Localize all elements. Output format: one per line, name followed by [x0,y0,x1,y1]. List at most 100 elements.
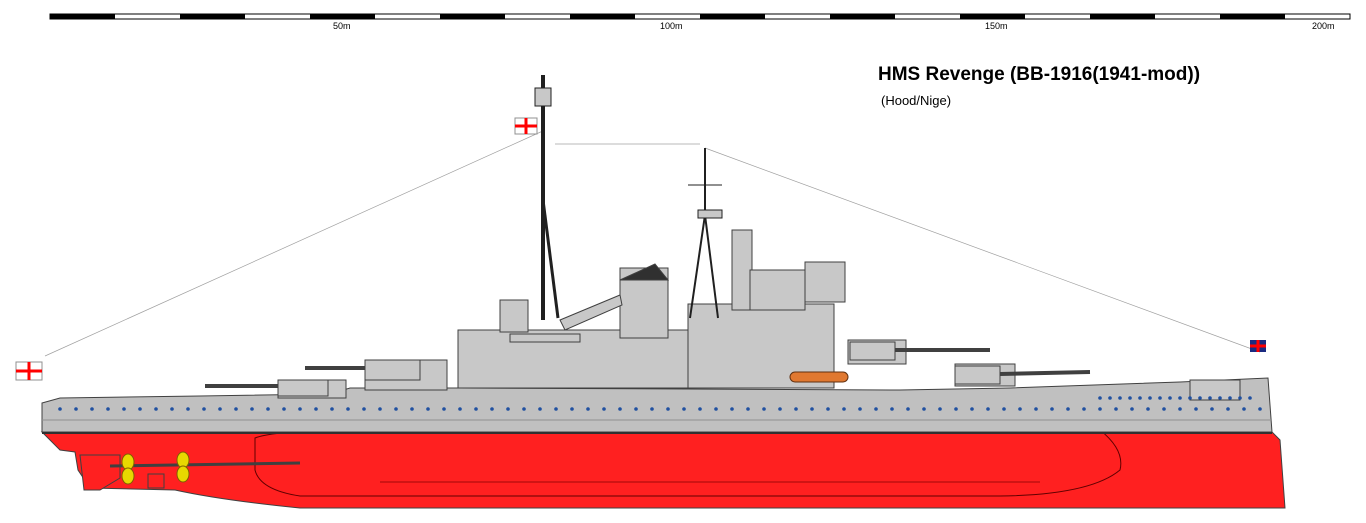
porthole [1238,396,1242,400]
porthole [906,407,910,411]
porthole [202,407,206,411]
white-ensign-icon [15,361,43,381]
porthole [122,407,126,411]
porthole [746,407,750,411]
porthole [1128,396,1132,400]
rigging-wires [44,129,1261,357]
porthole [1146,407,1150,411]
porthole [1158,396,1162,400]
porthole [1198,396,1202,400]
portholes [58,396,1262,411]
scale-label-200m: 200m [1312,21,1335,31]
porthole [1208,396,1212,400]
porthole [1118,396,1122,400]
porthole [138,407,142,411]
porthole [810,407,814,411]
porthole [170,407,174,411]
porthole [1242,407,1246,411]
porthole [378,407,382,411]
porthole [730,407,734,411]
porthole [1218,396,1222,400]
porthole [1066,407,1070,411]
porthole [186,407,190,411]
porthole [1162,407,1166,411]
scale-segment [830,14,895,19]
porthole [250,407,254,411]
scale-bar: 50m 100m 150m 200m [49,13,1351,31]
scale-segment [310,14,375,19]
porthole [698,407,702,411]
turret-x [849,341,990,361]
scale-label-150m: 150m [985,21,1008,31]
turret-y [954,365,1091,385]
porthole [890,407,894,411]
porthole [554,407,558,411]
porthole [58,407,62,411]
porthole [1258,407,1262,411]
porthole [858,407,862,411]
porthole [714,407,718,411]
porthole [954,407,958,411]
porthole [1226,407,1230,411]
porthole [1098,396,1102,400]
porthole [346,407,350,411]
hull-lower-red [40,431,1286,509]
porthole [1138,396,1142,400]
porthole [298,407,302,411]
masts [534,75,723,320]
scale-segment [1220,14,1285,19]
white-ensign-icon [514,117,538,135]
porthole [986,407,990,411]
porthole [314,407,318,411]
porthole [90,407,94,411]
porthole [1194,407,1198,411]
scale-segment [1090,14,1155,19]
porthole [266,407,270,411]
porthole [1248,396,1252,400]
porthole [458,407,462,411]
porthole [842,407,846,411]
porthole [426,407,430,411]
ships-boat [789,371,849,383]
propeller-icon [121,453,135,485]
porthole [1098,407,1102,411]
porthole [874,407,878,411]
porthole [682,407,686,411]
porthole [1034,407,1038,411]
porthole [1148,396,1152,400]
porthole [218,407,222,411]
turret-a [205,379,329,397]
porthole [970,407,974,411]
propulsion-gear [79,451,301,491]
turret-b [305,359,421,381]
porthole [762,407,766,411]
superstructure [277,229,1241,401]
porthole [330,407,334,411]
porthole [1210,407,1214,411]
porthole [282,407,286,411]
porthole [154,407,158,411]
porthole [570,407,574,411]
porthole [1228,396,1232,400]
porthole [1050,407,1054,411]
porthole [490,407,494,411]
porthole [538,407,542,411]
porthole [522,407,526,411]
porthole [1188,396,1192,400]
porthole [1082,407,1086,411]
porthole [106,407,110,411]
ship-subtitle: (Hood/Nige) [881,93,952,108]
porthole [586,407,590,411]
scale-segment [180,14,245,19]
gun-turrets [205,341,1091,397]
porthole [1002,407,1006,411]
porthole [362,407,366,411]
porthole [1130,407,1134,411]
scale-segment [960,14,1025,19]
porthole [1114,407,1118,411]
scale-segment [570,14,635,19]
porthole [442,407,446,411]
porthole [394,407,398,411]
scale-segment [700,14,765,19]
